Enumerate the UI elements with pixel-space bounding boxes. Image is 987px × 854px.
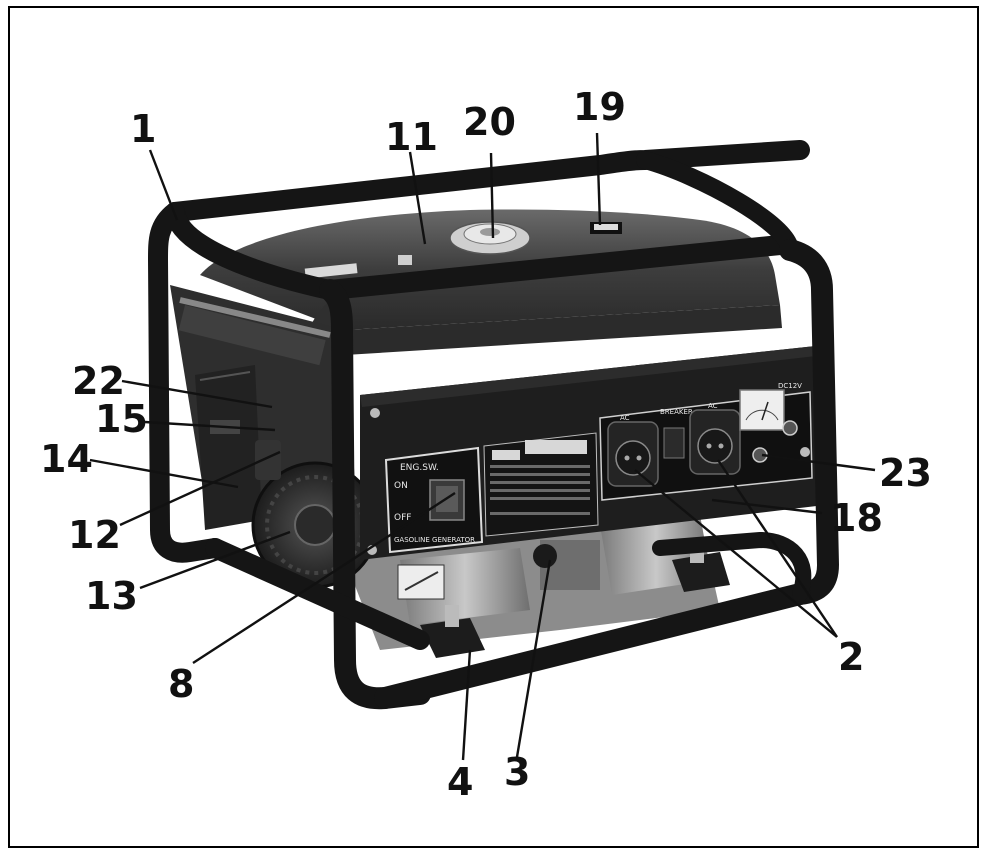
tube-frame [148, 140, 839, 710]
callout-11: 11 [385, 115, 438, 159]
callout-labels: 1 11 20 19 22 15 14 12 13 8 4 3 2 18 23 [40, 85, 932, 804]
callout-18: 18 [830, 496, 883, 540]
callout-14: 14 [40, 437, 93, 481]
callout-23: 23 [879, 451, 932, 495]
dc-label: DC12V [778, 382, 802, 390]
leader-lines [89, 132, 876, 761]
ac-right-label: AC [708, 402, 718, 410]
callout-1: 1 [130, 107, 156, 151]
fuel-cap [449, 221, 531, 255]
eng-sw-label: ENG.SW. [400, 463, 439, 473]
callout-2: 2 [838, 635, 864, 679]
engine-block [345, 515, 720, 650]
callout-12: 12 [68, 513, 121, 557]
callout-13: 13 [85, 574, 138, 618]
ac-left-label: AC [620, 414, 630, 422]
callout-4: 4 [447, 760, 473, 804]
gasoline-generator-label: GASOLINE GENERATOR [394, 536, 475, 544]
breaker-label: BREAKER [660, 408, 693, 416]
control-panel: ENG.SW. ON OFF GASOLINE GENERATOR AC BRE… [360, 327, 825, 560]
callout-3: 3 [504, 750, 530, 794]
off-label: OFF [394, 513, 411, 523]
callout-19: 19 [573, 85, 626, 129]
on-label: ON [394, 481, 408, 491]
callout-15: 15 [95, 397, 148, 441]
callout-8: 8 [168, 662, 194, 706]
figure-border [8, 6, 979, 848]
callout-20: 20 [463, 100, 516, 144]
air-filter [195, 365, 262, 530]
callout-22: 22 [72, 359, 125, 403]
